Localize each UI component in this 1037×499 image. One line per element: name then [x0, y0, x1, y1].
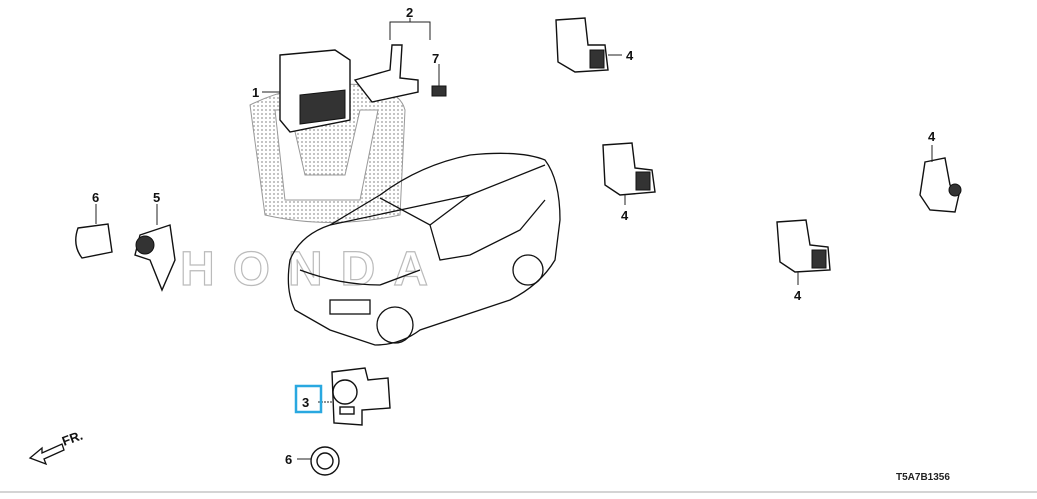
car-outline [287, 152, 561, 346]
callout-6-bottom[interactable]: 6 [285, 452, 292, 467]
callout-4-top[interactable]: 4 [626, 48, 634, 63]
callout-2[interactable]: 2 [406, 5, 413, 20]
parking-sensor-3[interactable] [318, 367, 391, 426]
watermark-text: HONDA [180, 243, 446, 296]
callout-3-highlight[interactable] [294, 384, 323, 414]
control-unit-part[interactable] [262, 49, 351, 133]
sensor-4-top[interactable] [555, 17, 622, 73]
callout-6-left[interactable]: 6 [92, 190, 99, 205]
callout-4-mid-left[interactable]: 4 [621, 208, 629, 223]
callout-5[interactable]: 5 [153, 190, 160, 205]
retainer-6-bottom[interactable] [297, 446, 340, 476]
sensor-4-mid[interactable] [776, 219, 831, 285]
retainer-6-left[interactable] [75, 204, 113, 259]
front-arrow-icon [28, 443, 65, 466]
callout-4-right[interactable]: 4 [928, 129, 936, 144]
honda-logo-watermark: HONDA [179, 83, 446, 297]
callout-4-mid[interactable]: 4 [794, 288, 802, 303]
callout-1[interactable]: 1 [252, 85, 259, 100]
sensor-5-left[interactable] [134, 204, 176, 292]
sensor-4-right[interactable] [919, 145, 962, 213]
bolt-part[interactable] [431, 64, 447, 97]
bracket-part[interactable] [353, 18, 431, 103]
callout-3[interactable]: 3 [302, 395, 309, 410]
diagram-code: T5A7B1356 [896, 472, 950, 483]
front-label: FR. [60, 428, 85, 449]
callout-7[interactable]: 7 [432, 51, 439, 66]
sensor-4-mid-left[interactable] [602, 142, 656, 205]
